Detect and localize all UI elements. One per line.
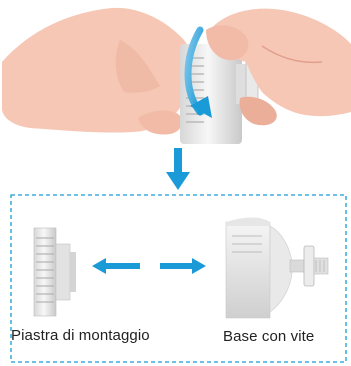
left-finger (138, 110, 183, 135)
hands-illustration (2, 7, 351, 144)
mounting-plate-label: Piastra di montaggio (11, 327, 150, 344)
right-hand-crease (261, 45, 323, 64)
right-thumb (206, 25, 249, 61)
camera-body (180, 44, 242, 144)
detail-frame (10, 194, 347, 363)
mounting-plate-illustration (33, 227, 76, 317)
left-hand-fold (115, 40, 160, 93)
screw-base-illustration (225, 217, 329, 319)
right-fingers-lower (239, 96, 277, 126)
curved-rotate-arrow-icon (184, 26, 212, 118)
arrow-down-icon (166, 148, 190, 190)
left-hand (2, 7, 193, 133)
arrow-left-icon (92, 258, 140, 274)
screw-base-label: Base con vite (223, 328, 315, 345)
arrow-right-icon (160, 258, 206, 274)
